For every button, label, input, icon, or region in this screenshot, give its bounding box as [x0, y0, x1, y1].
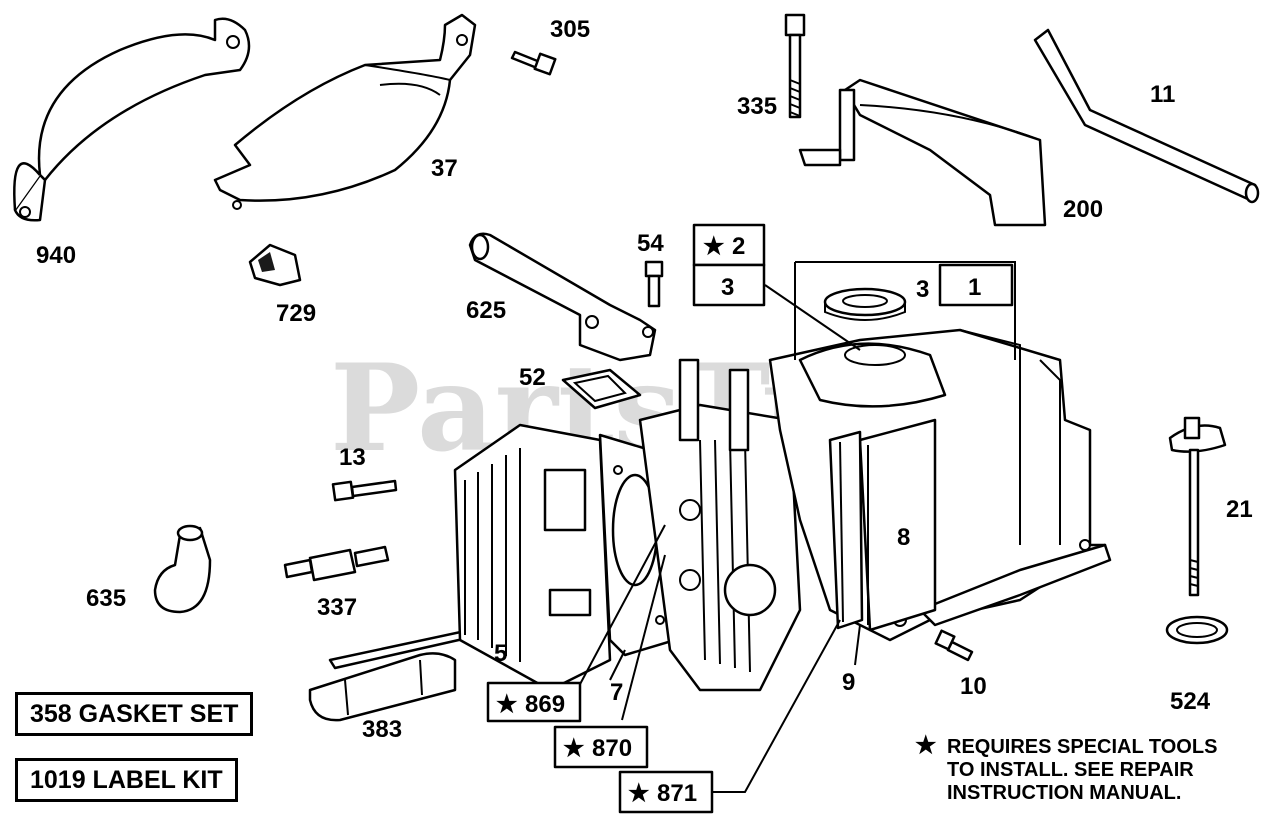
label-3b: 3: [916, 276, 929, 303]
label-940: 940: [36, 242, 76, 269]
label-1: 1: [968, 274, 981, 301]
boxed-callout-869[interactable]: ★ 869: [486, 681, 582, 723]
part-seal[interactable]: [823, 287, 907, 321]
part-625-breather[interactable]: [468, 232, 657, 362]
part-524-oring[interactable]: [1165, 615, 1229, 645]
label-729: 729: [276, 300, 316, 327]
leader-lines: [577, 261, 1016, 793]
part-200-governor[interactable]: [798, 78, 1047, 227]
label-383: 383: [362, 716, 402, 743]
part-52-gasket[interactable]: [561, 368, 642, 410]
label-870: 870: [592, 735, 632, 762]
star-870: ★: [563, 735, 585, 762]
note-line-3: INSTRUCTION MANUAL.: [947, 782, 1182, 804]
note-line-1: REQUIRES SPECIAL TOOLS: [947, 736, 1218, 758]
label-200: 200: [1063, 196, 1103, 223]
part-11-tube[interactable]: [1033, 28, 1260, 204]
label-kit-label: 1019 LABEL KIT: [30, 766, 223, 794]
label-7: 7: [610, 679, 623, 706]
label-kit-box[interactable]: 1019 LABEL KIT: [15, 758, 238, 802]
label-11: 11: [1150, 81, 1175, 108]
part-337-sparkplug[interactable]: [283, 545, 390, 582]
label-871: 871: [657, 780, 697, 807]
label-5: 5: [494, 640, 507, 667]
callout-labels: 940 37 305 335 11 200 729 625 54 3 52 13…: [36, 16, 1253, 743]
part-940-shield[interactable]: [13, 17, 251, 222]
part-635-boot[interactable]: [153, 524, 212, 614]
star-871: ★: [628, 780, 650, 807]
label-869: 869: [525, 691, 565, 718]
part-10-screw[interactable]: [934, 629, 974, 662]
label-10: 10: [960, 673, 987, 700]
label-625: 625: [466, 297, 506, 324]
label-52: 52: [519, 364, 546, 391]
boxed-callout-1[interactable]: 1: [938, 263, 1014, 307]
boxed-callout-3[interactable]: 3: [692, 263, 766, 307]
label-635: 635: [86, 585, 126, 612]
part-37-baffle[interactable]: [213, 13, 477, 210]
label-3a: 3: [721, 274, 734, 301]
label-337: 337: [317, 594, 357, 621]
label-21: 21: [1226, 496, 1253, 523]
part-13-bolt[interactable]: [331, 479, 398, 502]
special-tools-note: ★ REQUIRES SPECIAL TOOLS TO INSTALL. SEE…: [915, 732, 1275, 805]
boxed-callout-871[interactable]: ★ 871: [618, 770, 714, 814]
star-icon: ★: [915, 732, 937, 759]
part-54-screw[interactable]: [644, 260, 664, 308]
part-305-screw[interactable]: [510, 50, 557, 76]
label-524: 524: [1170, 688, 1211, 715]
label-8: 8: [897, 524, 910, 551]
gasket-set-box[interactable]: 358 GASKET SET: [15, 692, 254, 736]
label-13: 13: [339, 444, 366, 471]
part-5-cylinder-head[interactable]: [453, 423, 612, 692]
label-335: 335: [737, 93, 777, 120]
part-8-valve-cover[interactable]: [858, 418, 937, 632]
part-21-dipstick[interactable]: [1168, 416, 1227, 597]
star-869: ★: [496, 691, 518, 718]
boxed-callout-870[interactable]: ★ 870: [553, 725, 649, 769]
label-2: 2: [732, 233, 745, 260]
label-54: 54: [637, 230, 664, 257]
label-37: 37: [431, 155, 458, 182]
label-9: 9: [842, 669, 855, 696]
part-729-clip[interactable]: [248, 243, 302, 287]
gasket-set-label: 358 GASKET SET: [30, 700, 239, 728]
star-2: ★: [703, 233, 725, 260]
note-line-2: TO INSTALL. SEE REPAIR: [947, 759, 1194, 781]
part-335-bolt[interactable]: [784, 13, 806, 119]
label-305: 305: [550, 16, 590, 43]
part-9-gasket[interactable]: [828, 430, 864, 630]
boxed-callout-2[interactable]: ★ 2: [692, 223, 766, 267]
part-383-tool[interactable]: [308, 628, 474, 722]
